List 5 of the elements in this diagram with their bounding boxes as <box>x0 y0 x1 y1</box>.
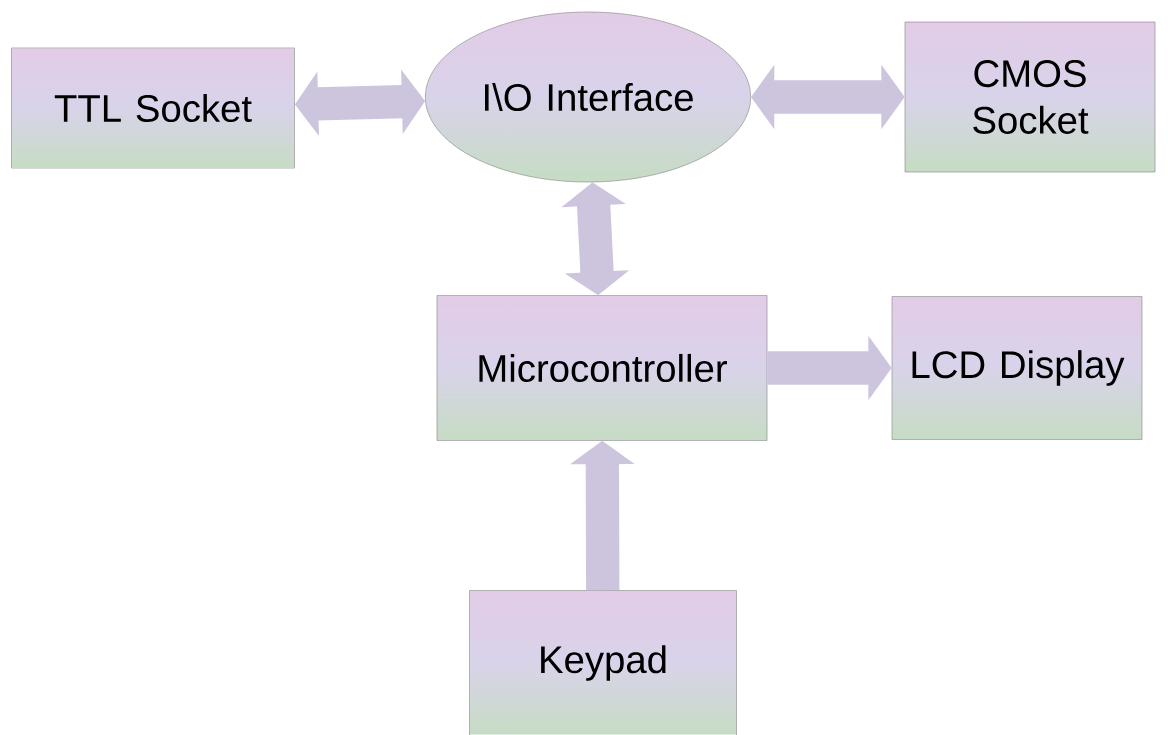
block-box: Keypad <box>469 590 737 735</box>
block-box: TTL Socket <box>11 47 295 169</box>
block-box: LCD Display <box>891 296 1143 440</box>
block-box: Microcontroller <box>436 295 768 441</box>
block-box: CMOS Socket <box>904 21 1156 173</box>
